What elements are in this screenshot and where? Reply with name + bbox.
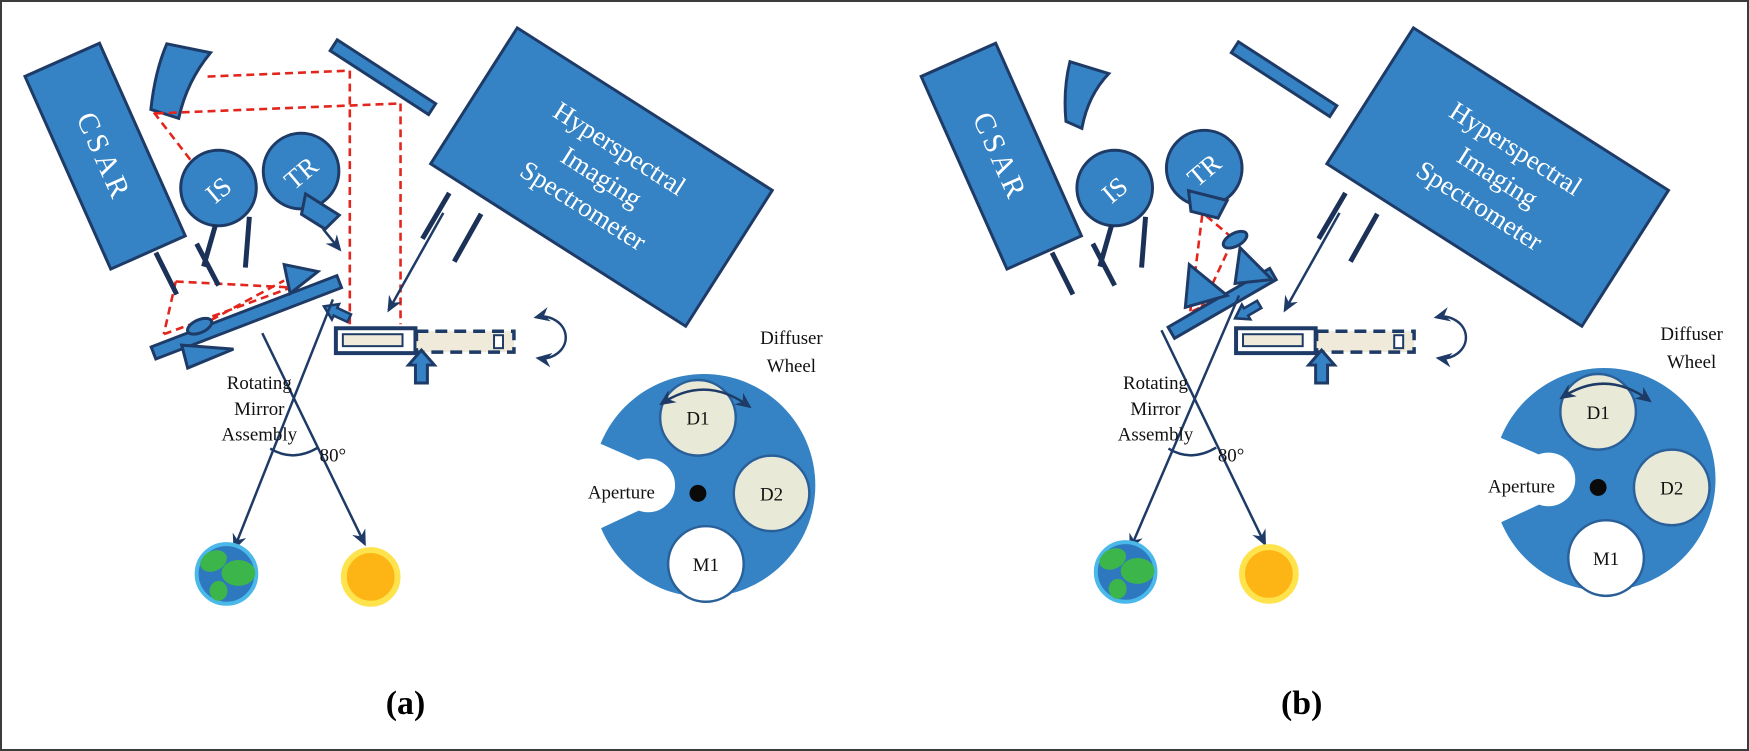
view-arrow-solar (261, 332, 366, 547)
view-arrow-solar (1160, 329, 1267, 547)
slot-d2-label: D2 (760, 484, 783, 505)
rotating-mirror-label-line3: Assembly (222, 425, 298, 446)
rotating-mirror-assembly (1166, 229, 1279, 341)
mirror-pointer-arrow (1233, 298, 1264, 321)
shutter-up-arrow (1305, 347, 1338, 385)
slot-d2-label: D2 (1660, 478, 1683, 499)
mirror-baffle-left (1183, 261, 1231, 310)
shutter-slide-window (1242, 333, 1304, 348)
diffuser-wheel: D1 D2 M1 (1477, 368, 1716, 598)
spectrometer-box: Hyperspectral Imaging Spectrometer (1324, 25, 1671, 329)
slide-rotation-arrow (1433, 307, 1468, 368)
panel-b-caption: (b) (1281, 685, 1322, 722)
slot-m1 (666, 524, 745, 604)
tr-nozzle (1186, 188, 1230, 220)
shutter-slide-dashed (1314, 329, 1416, 354)
csar-mount-legs (153, 242, 221, 296)
relay-lens (186, 316, 214, 336)
rotating-mirror-bar (149, 273, 344, 361)
sun-icon (340, 547, 401, 607)
tr-radiometer: TR (1164, 128, 1244, 220)
spectrometer-view-arrow (387, 212, 445, 313)
tr-nozzle (299, 191, 342, 231)
wheel-aperture-notch (577, 433, 651, 540)
spectrometer-mount-legs (420, 191, 484, 263)
shutter-slide (1234, 307, 1468, 385)
aperture-label: Aperture (588, 482, 655, 503)
mirror-baffle-right (282, 262, 322, 297)
panel-b: CSAR IS TR Hyperspectral Imaging Spectro… (919, 25, 1724, 722)
fan-mirror (149, 42, 214, 121)
sun-icon (1239, 544, 1299, 604)
angle-label: 80° (1218, 446, 1244, 467)
csar-box: CSAR (23, 41, 188, 272)
wheel-aperture-notch (1477, 427, 1551, 534)
mirror-baffle-left (179, 343, 235, 371)
slot-d2 (1632, 448, 1711, 527)
angle-arc (1167, 446, 1217, 457)
rotating-mirror-label-line2: Mirror (1130, 399, 1181, 420)
spectrometer-view-arrow (1283, 212, 1341, 313)
shutter-slide-slot (1393, 334, 1405, 350)
angle-arc (269, 446, 319, 457)
is-mount-legs (201, 216, 252, 268)
panel-a: CSAR IS TR Hyperspectral Imaging Spectro (23, 25, 823, 722)
spectrometer-mount-legs (1316, 191, 1380, 263)
earth-icon (1093, 540, 1158, 604)
fold-mirror-bar (1229, 39, 1339, 119)
diffuser-wheel-label-line1: Diffuser (760, 328, 823, 349)
diffuser-wheel-label-line2: Wheel (1667, 352, 1716, 373)
view-arrow-nadir (232, 298, 335, 551)
tr-radiometer: TR (261, 131, 342, 231)
angle-label: 80° (320, 446, 346, 467)
is-sphere: IS (1075, 148, 1155, 228)
slot-d1-label: D1 (1587, 403, 1610, 424)
aperture-label: Aperture (1488, 476, 1555, 497)
slot-m1-label: M1 (1593, 549, 1619, 570)
rotating-mirror-assembly (149, 262, 353, 371)
shutter-slide (333, 307, 567, 385)
slot-d1-label: D1 (686, 409, 709, 430)
wheel-rotation-arrow (659, 388, 752, 409)
mirror-baffle-right (1233, 244, 1276, 286)
is-mount-legs (1097, 216, 1149, 268)
slide-rotation-arrow (533, 307, 567, 368)
diffuser-wheel: D1 D2 M1 (577, 374, 816, 604)
shutter-slide-dashed (414, 329, 516, 354)
wheel-center-dot (1589, 478, 1607, 496)
rotating-mirror-label-line2: Mirror (234, 399, 285, 420)
is-sphere: IS (179, 148, 258, 228)
slot-d2 (732, 454, 811, 533)
rotating-mirror-label-line3: Assembly (1118, 425, 1194, 446)
diffuser-wheel-label-line1: Diffuser (1660, 324, 1723, 345)
relay-lens (1221, 229, 1249, 250)
spectrometer-box: Hyperspectral Imaging Spectrometer (428, 25, 775, 329)
panel-a-caption: (a) (386, 685, 425, 722)
calibration-beam-path (1189, 214, 1249, 315)
slot-m1 (1567, 518, 1646, 598)
view-arrow-nadir (1129, 294, 1241, 551)
diffuser-wheel-label-line2: Wheel (767, 356, 816, 377)
wheel-center-dot (689, 484, 707, 502)
wheel-rotation-arrow (1559, 382, 1652, 403)
mirror-pointer-arrow (321, 302, 353, 324)
shutter-up-arrow (405, 347, 438, 385)
shutter-slide-slot (493, 334, 504, 350)
fold-mirror-bar (328, 37, 438, 117)
shutter-slide-window (341, 333, 404, 348)
fan-mirror (1063, 59, 1112, 131)
rotating-mirror-label-line1: Rotating (227, 373, 293, 394)
slot-m1-label: M1 (693, 555, 719, 576)
rotating-mirror-label-line1: Rotating (1123, 373, 1189, 394)
calibration-beam-path (152, 69, 402, 336)
csar-mount-legs (1049, 242, 1117, 296)
earth-icon (194, 542, 259, 606)
tr-view-arrow (321, 228, 342, 252)
csar-box: CSAR (919, 41, 1084, 272)
